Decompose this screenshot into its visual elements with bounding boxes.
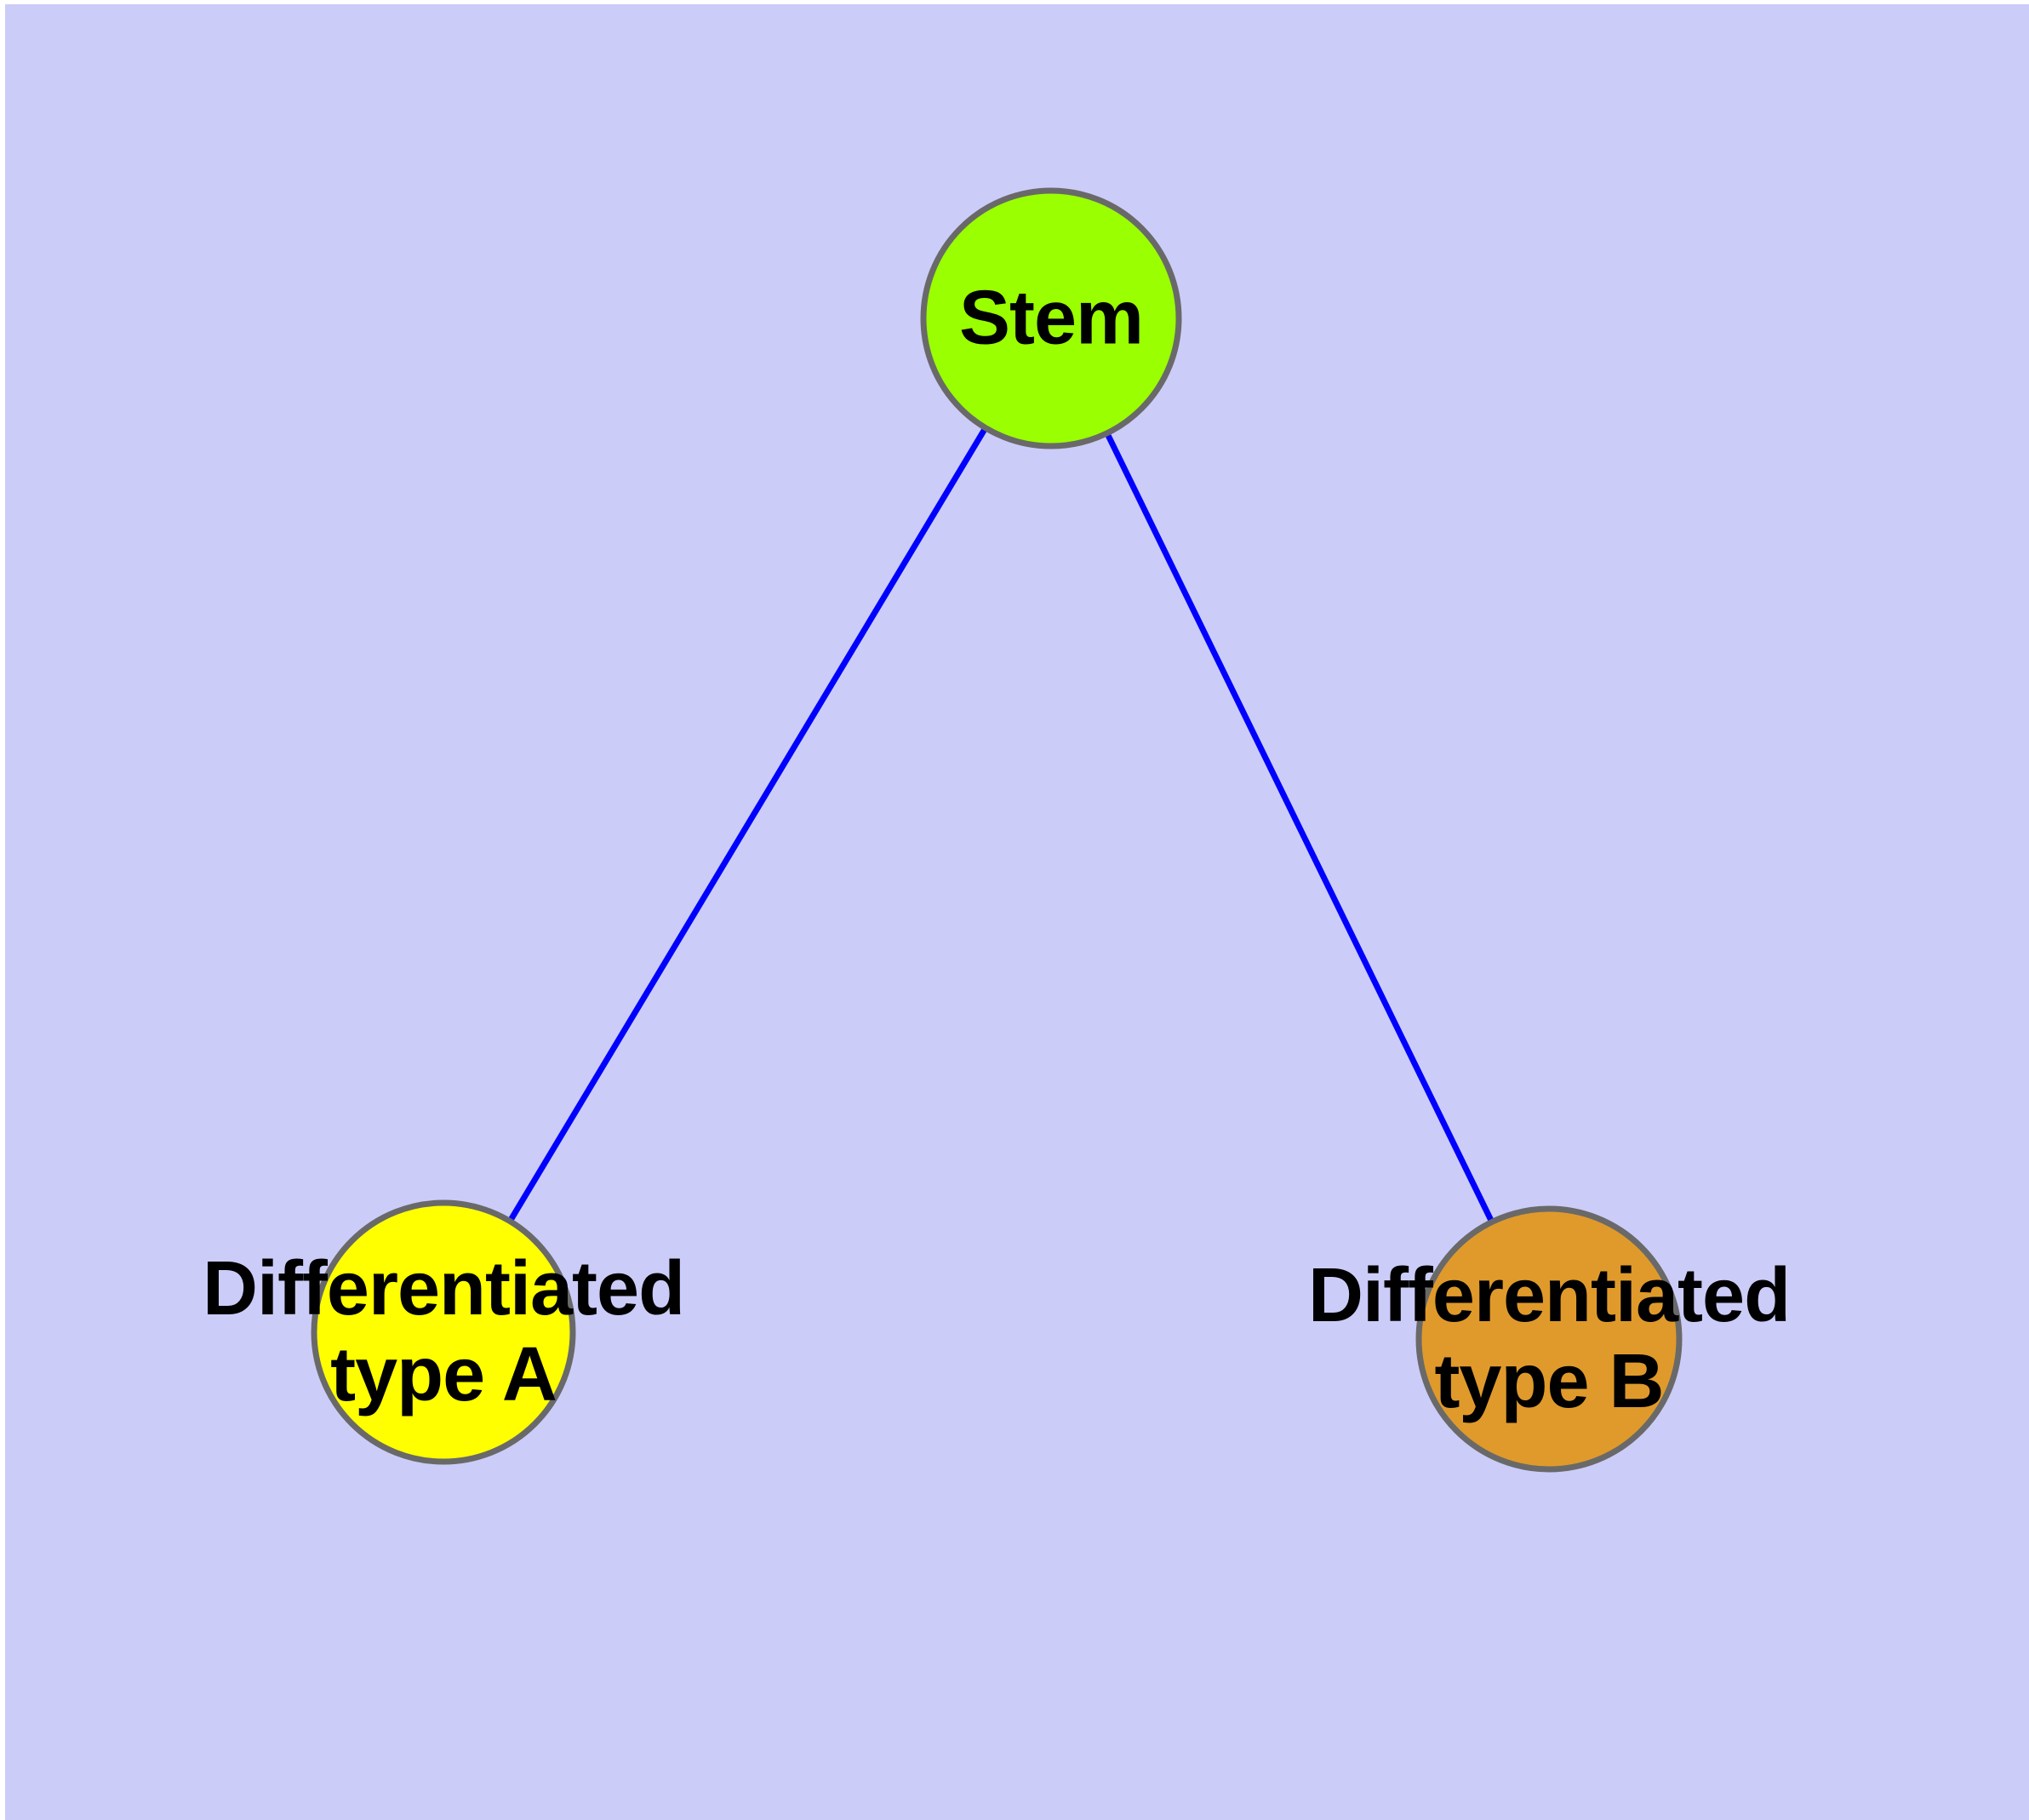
edge-stem-diff-a[interactable]: [508, 427, 987, 1222]
edge-stem-diff-b[interactable]: [1105, 433, 1495, 1222]
node-layer: [311, 187, 1683, 1473]
graph-node-stem[interactable]: [920, 187, 1182, 449]
graph-node-diff_b[interactable]: [1415, 1205, 1683, 1473]
graph-node-diff_a[interactable]: [311, 1199, 576, 1465]
edge-layer: [508, 427, 1495, 1222]
